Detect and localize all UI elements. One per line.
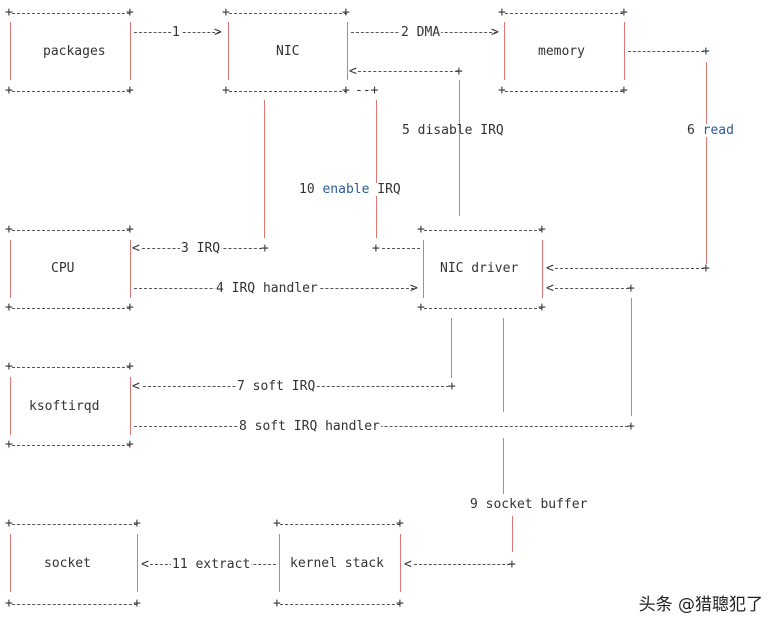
- node-nic-driver: NIC driver: [440, 261, 519, 276]
- edge-6-label: 6 read: [686, 123, 735, 138]
- node-nic: NIC: [276, 44, 300, 59]
- node-packages: packages: [43, 44, 106, 59]
- edge-7-vline: [451, 318, 452, 378]
- edge-2-label: 2 DMA: [400, 25, 442, 40]
- node-cpu: CPU: [51, 261, 75, 276]
- node-socket: socket: [44, 556, 91, 571]
- edge-8-line: [134, 426, 628, 427]
- node-kernel-stack: kernel stack: [290, 556, 384, 571]
- edge-5-vline: [376, 100, 377, 238]
- edge-6-vline: [706, 62, 707, 264]
- edge-8-label: 8 soft IRQ handler: [238, 419, 381, 434]
- edge-3-label: 3 IRQ: [180, 241, 222, 256]
- edge-9-vline: [503, 318, 504, 412]
- edge-9-label: 9 socket buffer: [470, 497, 588, 512]
- edge-5-label: 5 disable IRQ: [402, 123, 504, 138]
- edge-1-label: 1: [171, 25, 181, 40]
- edge-3-vline: [264, 100, 265, 238]
- node-memory: memory: [538, 44, 585, 59]
- edge-11-label: 11 extract: [171, 557, 252, 572]
- edge-7-label: 7 soft IRQ: [236, 379, 317, 394]
- watermark: 头条 @猎聰犯了: [638, 595, 763, 615]
- edge-10-label: 10 enable IRQ: [298, 182, 402, 197]
- node-ksoftirqd: ksoftirqd: [29, 399, 100, 414]
- edge-4-label: 4 IRQ handler: [215, 281, 319, 296]
